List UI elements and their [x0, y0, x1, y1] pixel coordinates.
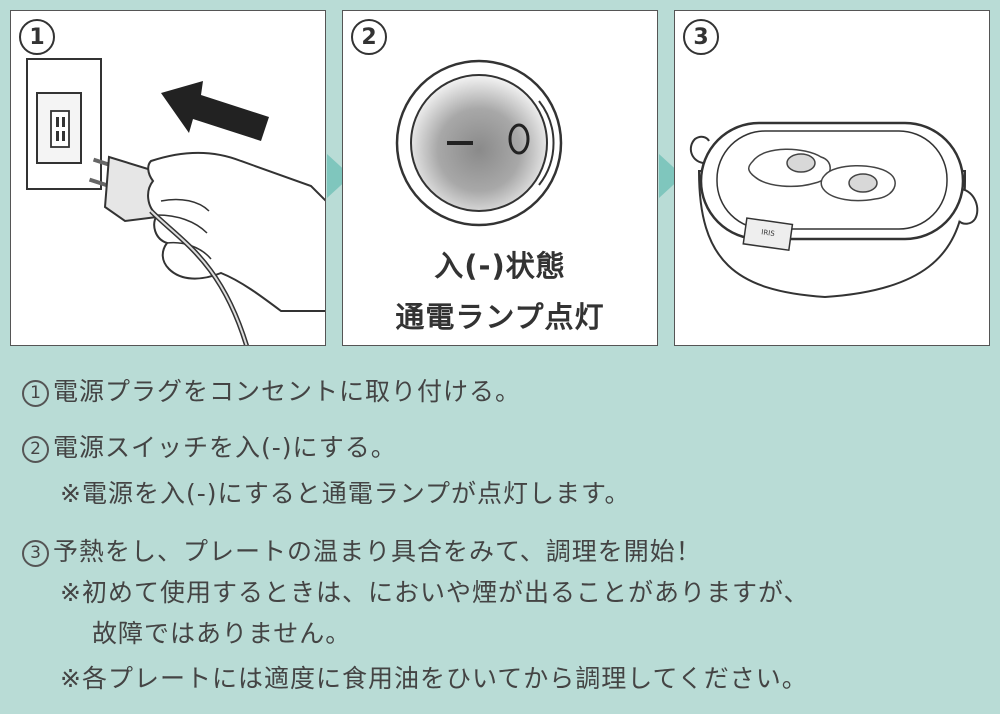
rocker-switch-icon: [395, 59, 563, 227]
step1-text: 電源プラグをコンセントに取り付ける。: [53, 377, 522, 406]
step1-number-badge: 1: [19, 19, 55, 55]
step1-illustration-panel: 1: [10, 10, 326, 346]
step2-text: 電源スイッチを入(-)にする。: [53, 433, 397, 462]
hot-plate-illustration: IRIS: [689, 121, 979, 299]
step3-illustration-panel: 3 IRIS: [674, 10, 990, 346]
step1-number: 1: [22, 380, 49, 407]
insert-direction-arrow-icon: [161, 81, 269, 141]
nameplate-label: IRIS: [761, 228, 776, 238]
step3-text: 予熱をし、プレートの温まり具合をみて、調理を開始！: [53, 537, 702, 566]
step3-note2: ※各プレートには適度に食用油をひいてから調理してください。: [60, 664, 808, 693]
step2-note: ※電源を入(-)にすると通電ランプが点灯します。: [60, 479, 631, 508]
step2-number: 2: [22, 436, 49, 463]
step2-illustration-panel: 2 入(-)状態 通電ランプ点灯: [342, 10, 658, 346]
power-switch-illustration: [395, 59, 563, 227]
step3-note1-continued: 故障ではありません。: [92, 619, 352, 648]
step3-number-badge: 3: [683, 19, 719, 55]
wall-outlet-icon: [26, 58, 102, 190]
step3-note1: ※初めて使用するときは、においや煙が出ることがありますが、: [60, 578, 810, 607]
step3-number: 3: [22, 540, 49, 567]
power-lamp-caption: 通電ランプ点灯: [395, 300, 605, 334]
switch-state-caption: 入(-)状態: [434, 249, 566, 283]
plug-into-outlet-illustration: [26, 58, 325, 345]
step2-number-badge: 2: [351, 19, 387, 55]
hot-plate-icon: IRIS: [689, 121, 979, 299]
